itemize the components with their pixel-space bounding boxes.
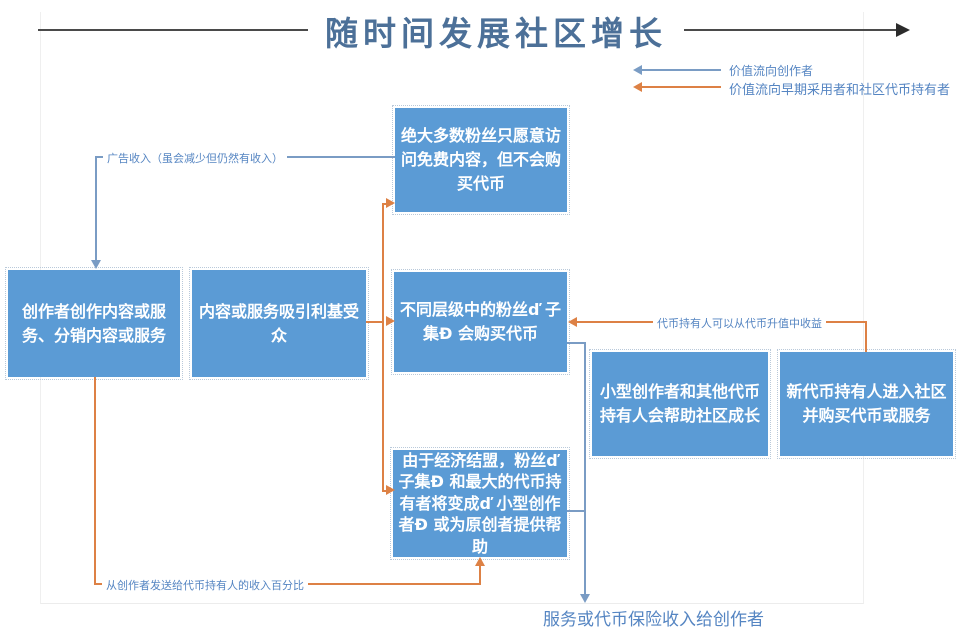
page-title: 随时间发展社区增长: [325, 14, 667, 53]
timeline-right-segment: [684, 29, 896, 31]
timeline-left-segment: [38, 29, 308, 31]
branch-top-arrowhead-icon: [386, 198, 395, 208]
branch-root-hline: [366, 321, 384, 323]
branch-mid-arrowhead-icon: [386, 316, 395, 326]
box-content-attracts[interactable]: 内容或服务吸引利基受众: [189, 267, 369, 380]
appreciation-label: 代币持有人可以从代币升值中收益: [653, 315, 826, 331]
ad-revenue-label: 广告收入（虽会减少但仍然有收入）: [103, 150, 287, 166]
revenue-share-label: 从创作者发送给代币持有人的收入百分比: [102, 577, 308, 593]
branch-vline: [382, 203, 384, 491]
branch-bottom-hline: [382, 490, 389, 492]
legend-adopter-label: 价值流向早期采用者和社区代币持有者: [729, 83, 951, 98]
branch-bottom-arrowhead-icon: [386, 485, 395, 495]
box-free-fans[interactable]: 绝大多数粉丝只愿意访问免费内容，但不会购买代币: [392, 105, 570, 215]
service-income-label: 服务或代币保险收入给创作者: [543, 610, 764, 630]
connector-service-from-tokens-hline: [567, 342, 585, 344]
connector-revenue-share-vline1: [94, 377, 96, 585]
legend-adopter-line: [641, 86, 721, 88]
appreciation-arrowhead-icon: [568, 317, 577, 327]
box-creator-creates[interactable]: 创作者创作内容或服务、分销内容或服务: [5, 267, 183, 380]
branch-top-hline: [382, 203, 389, 205]
box-fans-buy-tokens[interactable]: 不同层级中的粉丝ď 子集Đ 会购买代币: [391, 269, 570, 375]
box-economic-alignment[interactable]: 由于经济结盟，粉丝ď 子集Đ 和最大的代币持有者将变成ď 小型创作者Đ 或为原创…: [390, 447, 570, 560]
connector-revenue-share-vline2: [479, 564, 481, 584]
revenue-share-arrowhead-icon: [475, 557, 485, 566]
timeline-arrowhead-icon: [896, 23, 910, 37]
box-new-holders[interactable]: 新代币持有人进入社区并购买代币或服务: [777, 349, 956, 459]
ad-revenue-arrowhead-icon: [91, 260, 101, 269]
legend-creator-line: [641, 69, 721, 71]
service-income-arrowhead-icon: [580, 594, 590, 603]
connector-ad-revenue-vline: [95, 156, 97, 262]
connector-appreciation-vline: [865, 321, 867, 352]
legend-creator-label: 价值流向创作者: [729, 64, 814, 78]
connector-service-from-alignment-hline: [567, 510, 585, 512]
box-small-creators[interactable]: 小型创作者和其他代币持有人会帮助社区成长: [589, 349, 771, 459]
connector-service-vline: [584, 342, 586, 596]
legend-adopter-arrow-icon: [633, 82, 642, 92]
legend-creator-arrow-icon: [633, 65, 642, 75]
